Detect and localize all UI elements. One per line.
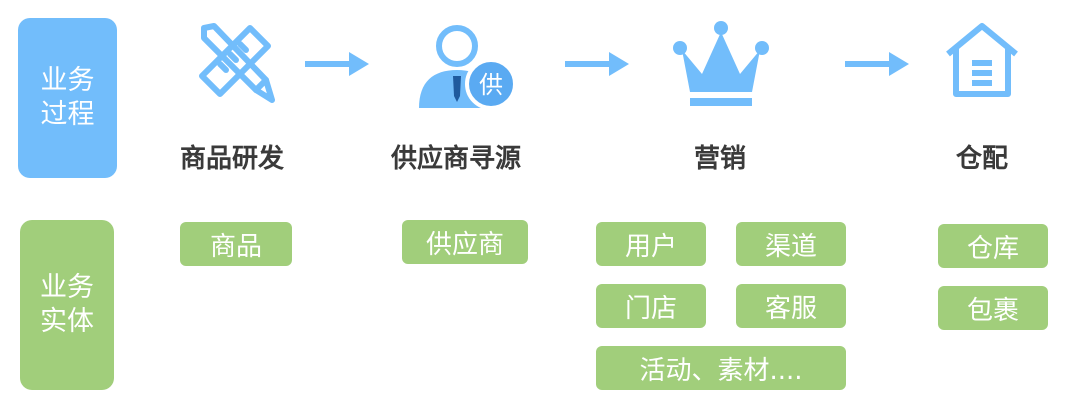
entity-label-line1: 业务: [40, 272, 94, 303]
entity-user: 用户: [596, 222, 706, 266]
arrow-icon: [565, 52, 629, 76]
entity-product: 商品: [180, 222, 292, 266]
supplier-person-icon: 供: [419, 25, 517, 110]
arrow-icon: [845, 52, 909, 76]
entity-activity-material: 活动、素材....: [596, 346, 846, 390]
step-title-product-dev: 商品研发: [179, 144, 285, 174]
entity-label-line2: 实体: [40, 306, 94, 337]
pencil-ruler-icon: [199, 23, 275, 103]
process-label-line2: 过程: [40, 99, 95, 130]
entity-supplier: 供应商: [402, 220, 528, 264]
crown-icon: [673, 21, 769, 106]
entity-warehouse: 仓库: [938, 224, 1048, 268]
entity-side-label: 业务 实体: [20, 220, 114, 390]
process-label-line1: 业务: [40, 65, 95, 96]
entity-customer-service: 客服: [736, 284, 846, 328]
warehouse-icon: [946, 23, 1018, 97]
supplier-badge: 供: [479, 71, 503, 99]
step-title-supplier-sourcing: 供应商寻源: [390, 144, 522, 174]
arrow-icon: [305, 52, 369, 76]
process-side-label: 业务 过程: [18, 18, 117, 178]
entity-package: 包裹: [938, 286, 1048, 330]
entity-store: 门店: [596, 284, 706, 328]
entity-channel: 渠道: [736, 222, 846, 266]
step-title-warehouse: 仓配: [955, 144, 1009, 174]
step-title-marketing: 营销: [693, 144, 747, 174]
